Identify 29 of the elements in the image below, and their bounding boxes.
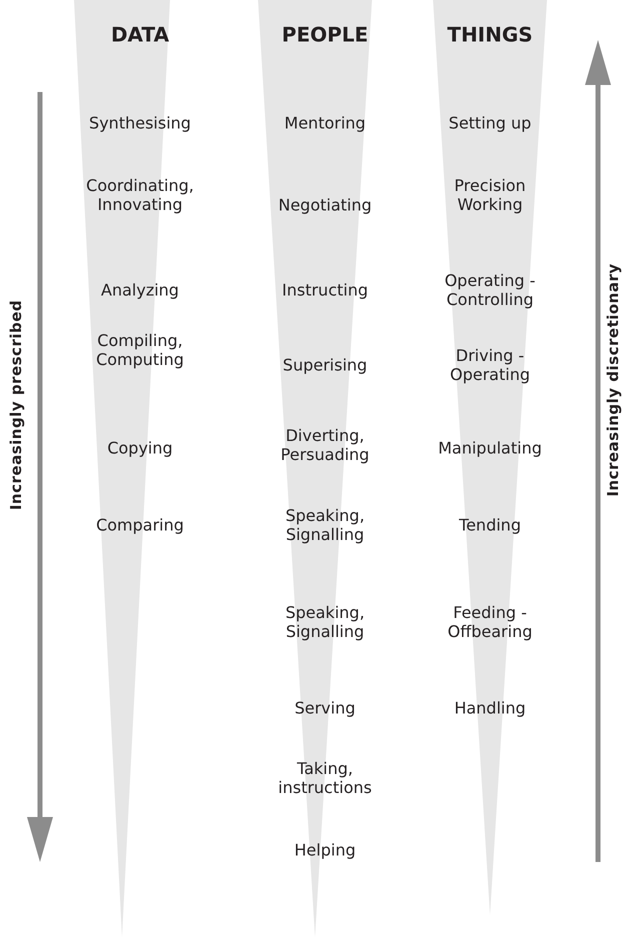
item-label: Synthesising	[88, 114, 192, 132]
axis-label: Increasingly discretionary	[604, 263, 622, 497]
item-label: Manipulating	[437, 438, 543, 458]
item-label: Diverting, Persuading	[280, 426, 370, 464]
column-heading: DATA	[110, 26, 170, 44]
item-label: Instructing	[281, 280, 369, 300]
item-label: Handling	[453, 698, 527, 718]
item-label: Superising	[282, 356, 368, 374]
item-label: Speaking, Signalling	[284, 603, 366, 641]
item-label: Copying	[106, 438, 174, 458]
column-heading: PEOPLE	[282, 26, 368, 44]
item-label: Feeding - Offbearing	[446, 603, 534, 641]
item-label: Taking, instructions	[277, 759, 373, 797]
item-label: Driving - Operating	[449, 346, 531, 384]
item-label: Serving	[294, 698, 356, 718]
item-label: Coordinating, Innovating	[85, 176, 195, 214]
item-label: Helping	[293, 840, 357, 860]
item-label: Operating - Controlling	[444, 271, 536, 309]
item-label: Tending	[458, 516, 522, 534]
axis-label: Increasingly prescribed	[7, 300, 25, 510]
item-label: Analyzing	[100, 280, 180, 300]
item-label: Speaking, Signalling	[284, 506, 366, 544]
item-label: Setting up	[448, 114, 532, 132]
item-label: Compiling, Computing	[95, 331, 185, 369]
item-label: Precision Working	[453, 176, 527, 214]
item-label: Mentoring	[283, 114, 367, 132]
item-label: Comparing	[95, 516, 185, 534]
column-heading: THINGS	[447, 26, 533, 44]
item-label: Negotiating	[277, 196, 373, 214]
